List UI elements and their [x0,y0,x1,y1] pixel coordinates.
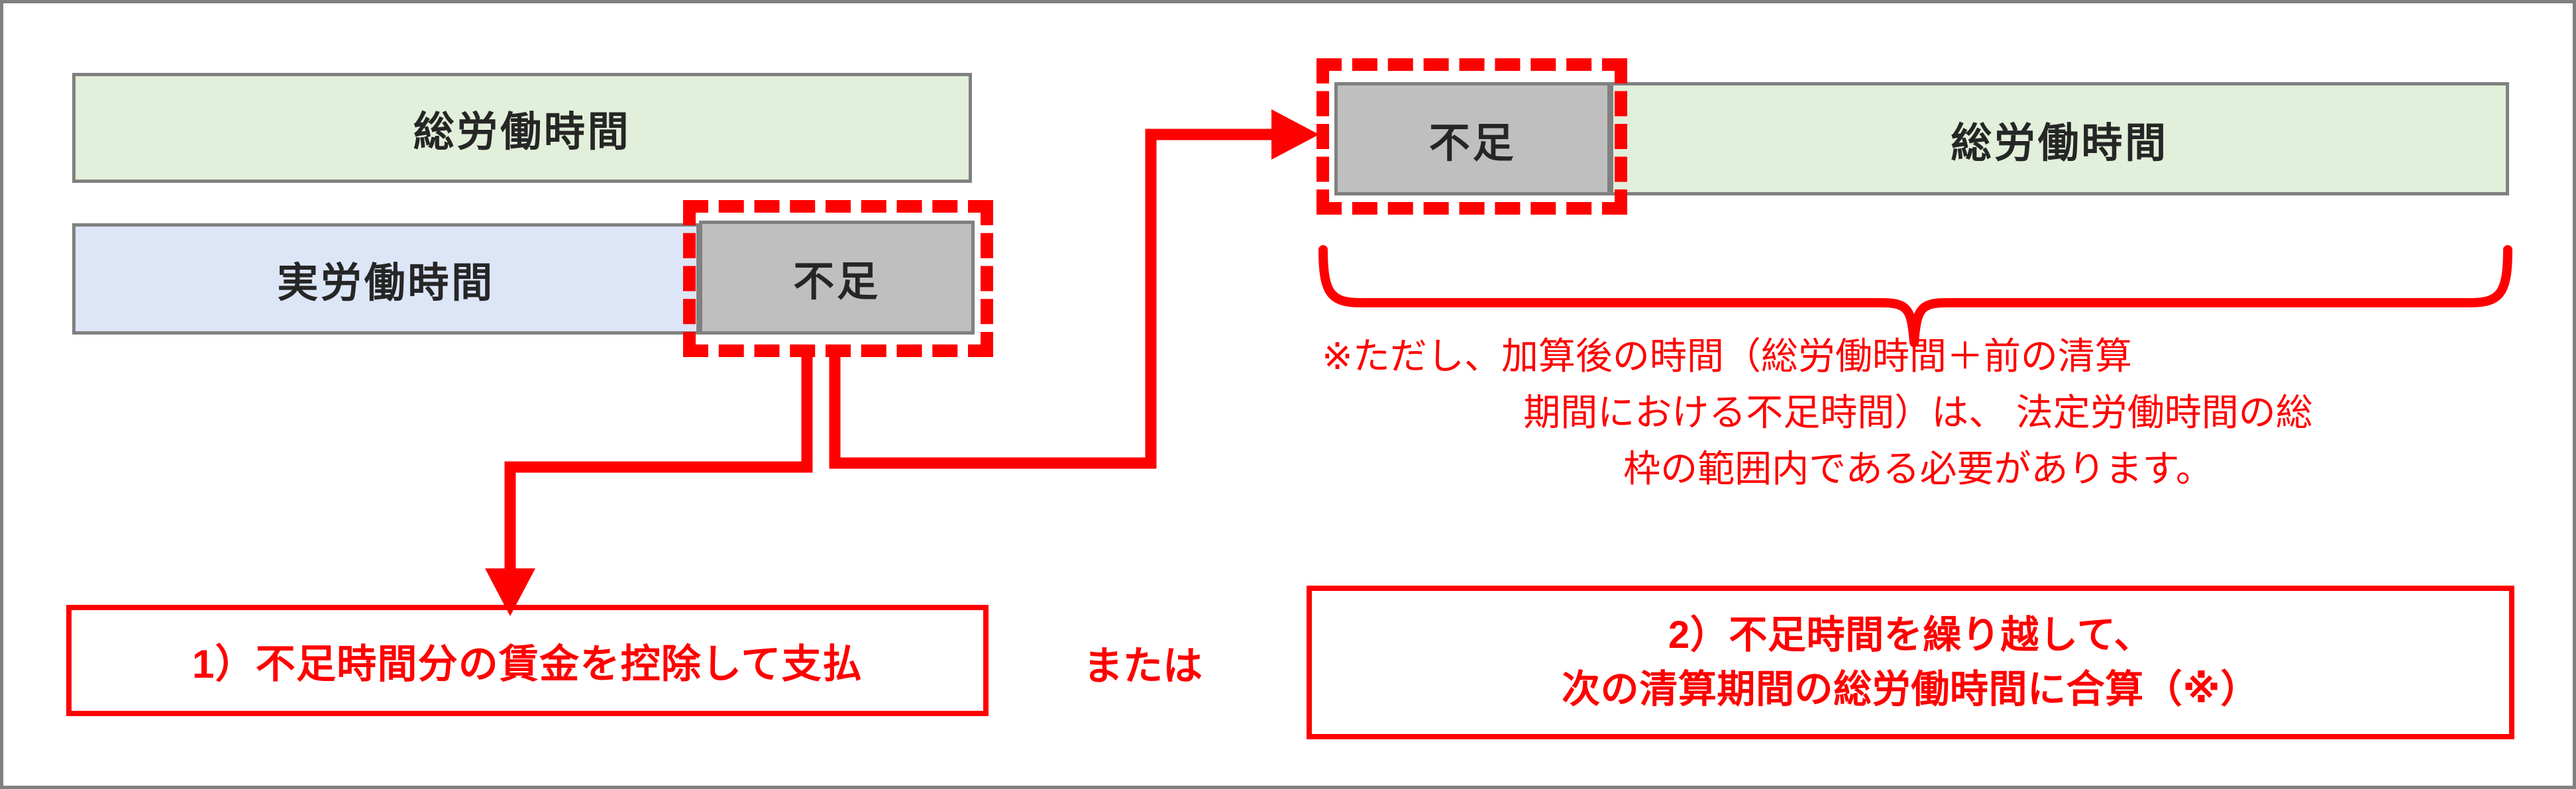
note-line-2: 期間における不足時間）は、 法定労働時間の総 [1523,392,2313,434]
shortage-box-left: 不足 [699,221,975,335]
note-line-1: ※ただし、加算後の時間（総労働時間＋前の清算 [1322,335,2132,377]
total-working-hours-label-left: 総労働時間 [413,109,631,155]
option-2-label-line-2: 次の清算期間の総労働時間に合算（※） [1562,668,2259,711]
total-working-hours-bar-right: 総労働時間 [1610,82,2509,195]
option-1-box: 1）不足時間分の賃金を控除して支払 [66,605,989,716]
note-text: ※ただし、加算後の時間（総労働時間＋前の清算 期間における不足時間）は、 法定労… [1322,328,2514,497]
total-working-hours-label-right: 総労働時間 [1951,120,2169,166]
actual-working-hours-label: 実労働時間 [277,260,495,306]
note-line-3: 枠の範囲内である必要があります。 [1623,448,2213,490]
or-label: または [1083,644,1203,688]
shortage-box-right: 不足 [1334,82,1611,195]
option-1-label: 1）不足時間分の賃金を控除して支払 [192,641,863,686]
shortage-label-right: 不足 [1428,120,1517,166]
total-working-hours-bar-left: 総労働時間 [72,73,972,183]
arrow-to-option-1 [485,356,813,616]
shortage-label-left: 不足 [793,259,881,305]
option-2-label-line-1: 2）不足時間を繰り越して、 [1668,613,2153,657]
actual-working-hours-bar: 実労働時間 [72,223,700,335]
option-2-box: 2）不足時間を繰り越して、 次の清算期間の総労働時間に合算（※） [1307,586,2514,739]
